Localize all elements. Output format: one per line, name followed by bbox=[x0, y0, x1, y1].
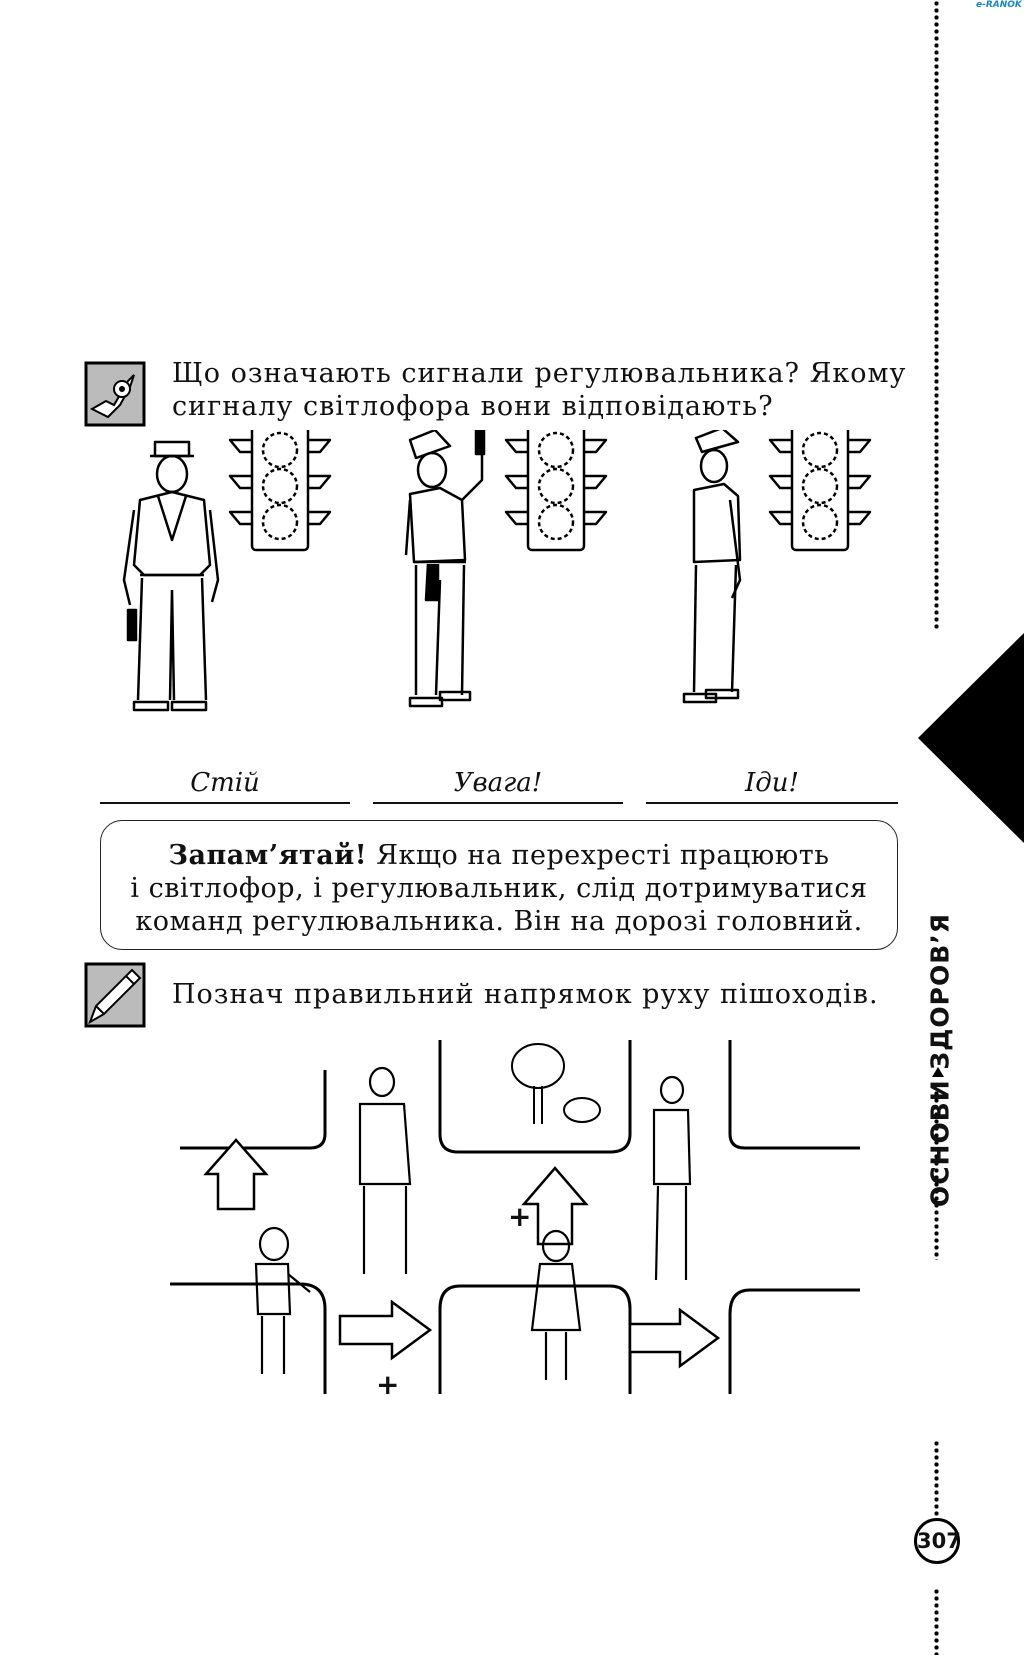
controller-side-figure-small bbox=[652, 1075, 692, 1281]
intersection-illustration bbox=[170, 1040, 860, 1394]
plus-mark-2[interactable]: + bbox=[376, 1368, 400, 1401]
arrow-right-icon bbox=[338, 1299, 433, 1361]
section-title: ОСНОВИ ЗДОРОВ’Я bbox=[925, 912, 955, 1208]
answer-attention: Увага! bbox=[453, 768, 543, 798]
traffic-light-3 bbox=[768, 430, 872, 552]
tree-icon bbox=[511, 1043, 601, 1124]
sidebar-dotted-line-middle bbox=[934, 1090, 939, 1260]
triangle-pointer-icon bbox=[932, 1067, 944, 1077]
boy-figure bbox=[254, 1226, 311, 1374]
controller-baton-up-figure bbox=[404, 430, 486, 708]
remember-line2: і світлофор, і регулювальник, слід дотри… bbox=[130, 873, 868, 904]
controller-side-figure bbox=[682, 430, 742, 704]
traffic-light-2 bbox=[504, 430, 608, 552]
sidebar-dotted-line-bottom bbox=[934, 1440, 939, 1540]
sidebar-black-triangle bbox=[918, 633, 1024, 843]
girl-figure bbox=[530, 1229, 582, 1380]
traffic-controllers-illustration bbox=[122, 430, 872, 712]
compass-task-icon bbox=[84, 361, 146, 427]
remember-box: Запам’ятай! Якщо на перехресті працюють … bbox=[100, 820, 898, 950]
remember-line3: команд регулювальника. Він на дорозі гол… bbox=[135, 906, 863, 937]
page-number: 307 bbox=[914, 1518, 961, 1564]
answer-stop: Стій bbox=[190, 768, 260, 798]
task1-question-line2: сигналу світлофора вони відповідають? bbox=[172, 391, 774, 422]
answer-go: Іди! bbox=[745, 768, 799, 798]
answer-field-2[interactable]: Увага! bbox=[373, 768, 623, 804]
remember-label: Запам’ятай! bbox=[168, 840, 368, 871]
arrow-up-icon bbox=[203, 1138, 269, 1211]
task1-question-line1: Що означають сигнали регулювальника? Яко… bbox=[172, 358, 907, 389]
remember-line1: Якщо на перехресті працюють bbox=[367, 840, 830, 871]
pencil-task-icon bbox=[84, 962, 146, 1028]
controller-figure-small bbox=[358, 1066, 412, 1274]
traffic-light-1 bbox=[228, 430, 332, 552]
sidebar-dotted-line-end bbox=[934, 1588, 939, 1655]
answer-field-3[interactable]: Іди! bbox=[646, 768, 898, 804]
brand-logo: e-RANOK bbox=[976, 0, 1022, 10]
answer-field-1[interactable]: Стій bbox=[100, 768, 350, 804]
plus-mark-1[interactable]: + bbox=[508, 1200, 532, 1233]
arrow-right-icon bbox=[628, 1307, 721, 1369]
controller-front-figure bbox=[122, 440, 220, 712]
task2-instruction: Познач правильний напрямок руху пішоході… bbox=[172, 979, 879, 1010]
arrow-up-icon bbox=[521, 1166, 589, 1246]
sidebar-dotted-line-top bbox=[934, 0, 939, 630]
